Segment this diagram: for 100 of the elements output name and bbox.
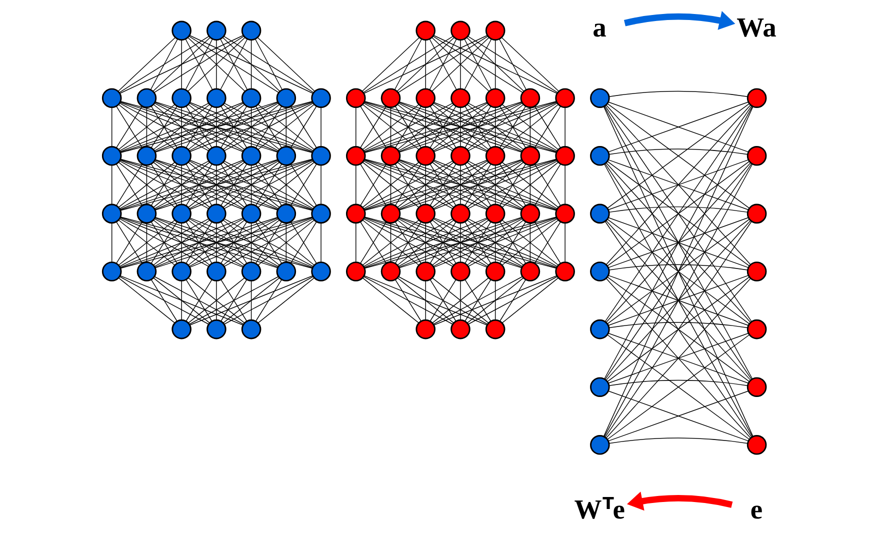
connector bbox=[120, 101, 278, 153]
connector bbox=[529, 106, 530, 148]
node-circle bbox=[520, 262, 540, 282]
connector bbox=[220, 164, 247, 206]
connector bbox=[602, 106, 753, 437]
node-circle bbox=[415, 146, 436, 166]
connector bbox=[466, 37, 524, 92]
connector bbox=[120, 158, 312, 211]
node-circle bbox=[276, 146, 296, 166]
node-text: Wa bbox=[736, 12, 776, 43]
connector bbox=[150, 106, 177, 148]
node-circle bbox=[171, 146, 191, 166]
connector bbox=[364, 158, 556, 211]
node-circle bbox=[415, 319, 436, 340]
node-circle bbox=[450, 319, 470, 340]
node-circle bbox=[590, 146, 610, 166]
node-circle bbox=[590, 262, 610, 282]
connector bbox=[604, 163, 752, 380]
connector bbox=[464, 279, 491, 322]
node-circle bbox=[240, 88, 261, 108]
node-circle bbox=[171, 204, 191, 224]
connector bbox=[320, 164, 321, 205]
connector bbox=[118, 102, 208, 152]
connector bbox=[362, 102, 452, 152]
node-circle bbox=[746, 146, 766, 166]
connector bbox=[180, 280, 182, 320]
connector bbox=[220, 222, 247, 264]
connector bbox=[429, 279, 456, 322]
node-circle bbox=[484, 20, 505, 41]
connector bbox=[250, 222, 252, 263]
node-circle bbox=[415, 20, 436, 41]
node-circle bbox=[590, 88, 610, 108]
connector bbox=[390, 164, 391, 205]
connector bbox=[534, 164, 560, 206]
connector bbox=[154, 102, 244, 152]
node-circle bbox=[450, 88, 470, 108]
connector bbox=[150, 279, 177, 322]
connector bbox=[120, 100, 312, 154]
connector bbox=[154, 160, 278, 210]
node-circle bbox=[206, 204, 226, 224]
node-circle bbox=[101, 262, 122, 282]
node-circle bbox=[380, 146, 400, 166]
node-circle bbox=[746, 204, 766, 224]
connector bbox=[364, 100, 556, 154]
node-circle bbox=[101, 88, 122, 108]
connector bbox=[390, 222, 391, 263]
connector bbox=[154, 276, 244, 324]
connector bbox=[120, 159, 278, 210]
node-circle bbox=[380, 262, 400, 282]
connector bbox=[119, 218, 243, 268]
node-circle bbox=[415, 204, 436, 224]
connector bbox=[429, 164, 456, 206]
connector bbox=[154, 102, 278, 152]
connector bbox=[608, 380, 748, 386]
connector bbox=[220, 106, 247, 148]
connector bbox=[150, 222, 177, 264]
connector bbox=[396, 277, 454, 324]
connector bbox=[185, 106, 212, 148]
connector bbox=[256, 37, 315, 92]
node-circle bbox=[415, 262, 436, 282]
connector bbox=[432, 276, 522, 324]
connector bbox=[424, 280, 426, 320]
node-circle bbox=[450, 204, 470, 224]
connector bbox=[364, 159, 522, 210]
connector bbox=[146, 164, 147, 205]
connector bbox=[398, 218, 488, 267]
connector bbox=[363, 218, 487, 268]
node-circle bbox=[590, 319, 610, 340]
connector bbox=[494, 106, 496, 148]
connector bbox=[290, 164, 316, 206]
node-circle bbox=[484, 146, 505, 166]
node-circle bbox=[415, 88, 436, 108]
connector bbox=[185, 279, 212, 322]
connector bbox=[432, 218, 522, 267]
connector bbox=[362, 276, 452, 324]
node-circle bbox=[746, 88, 766, 108]
connector bbox=[363, 275, 487, 326]
connector bbox=[362, 277, 418, 324]
connector bbox=[254, 279, 282, 322]
connector bbox=[604, 221, 752, 438]
node-circle bbox=[345, 262, 366, 282]
connector bbox=[184, 38, 212, 90]
connector bbox=[564, 222, 565, 263]
connector bbox=[110, 106, 112, 148]
connector bbox=[606, 218, 750, 324]
connector bbox=[364, 216, 556, 269]
node-circle bbox=[206, 146, 226, 166]
node-circle bbox=[240, 20, 261, 41]
connector bbox=[355, 222, 356, 263]
connector bbox=[424, 222, 426, 263]
connector bbox=[189, 275, 313, 326]
connector bbox=[394, 38, 422, 90]
connector bbox=[494, 280, 496, 320]
connector bbox=[220, 279, 247, 322]
connector bbox=[363, 35, 487, 94]
connector bbox=[398, 102, 488, 152]
node-circle bbox=[171, 20, 191, 41]
node-text: a bbox=[592, 12, 606, 43]
connector bbox=[154, 160, 244, 209]
connector bbox=[498, 279, 526, 322]
